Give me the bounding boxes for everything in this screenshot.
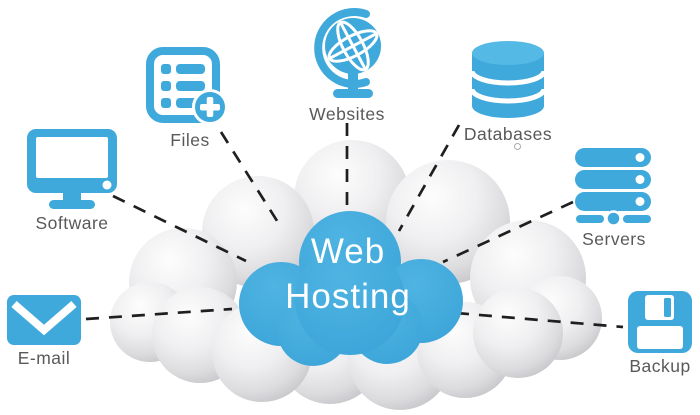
gray-cloud-puff [473,288,563,378]
databases-connector [397,124,461,232]
files-label: Files [170,130,210,150]
floppy-disk-icon [628,291,692,353]
node-files: Files [144,47,236,151]
backup-connector [455,311,624,329]
web-hosting-title-line2: Hosting [285,277,411,316]
node-websites: Websites [304,6,390,125]
web-hosting-title: Web Hosting [250,229,446,319]
node-databases: Databases [464,39,552,145]
connector-lines [85,123,624,329]
node-software: Software [20,128,124,234]
servers-label: Servers [582,229,646,249]
node-backup: Backup [627,291,693,377]
globe-icon [314,8,381,98]
document-add-icon [146,47,228,125]
blue-cloud-puff [295,245,405,355]
database-icon [470,41,546,118]
software-label: Software [35,213,109,233]
node-email: E-mail [7,295,81,369]
server-stack-icon [575,148,651,226]
envelope-icon [7,295,81,345]
web-hosting-title-line1: Web [310,232,386,271]
email-connector [85,307,233,321]
monitor-icon [27,129,117,209]
websites-label: Websites [309,104,385,124]
backup-label: Backup [629,356,691,376]
decorative-dot [514,143,521,150]
servers-connector [442,200,574,264]
email-label: E-mail [17,348,71,368]
blue-cloud [239,211,463,366]
databases-label: Databases [463,124,553,144]
files-connector [219,131,281,225]
node-servers: Servers [573,148,655,250]
software-connector [112,194,247,263]
